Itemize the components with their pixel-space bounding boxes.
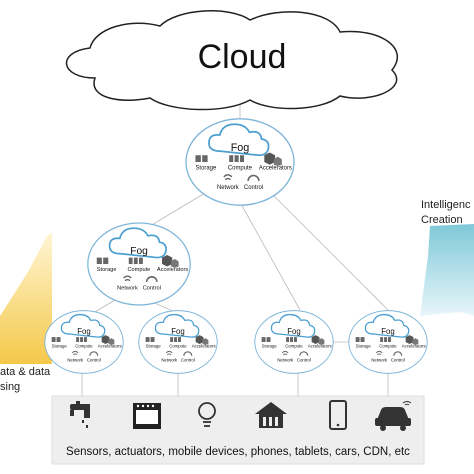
compute-label: Compute (169, 343, 187, 348)
left-arrow-text-2: sing (0, 381, 20, 393)
compute-label: Compute (127, 267, 150, 273)
compute-label: Compute (228, 165, 253, 171)
network-label: Network (277, 358, 294, 363)
control-label: Control (297, 358, 311, 363)
accelerators-label: Accelerators (98, 343, 122, 348)
accelerators-label: Accelerators (308, 343, 332, 348)
fog-label: Fog (287, 327, 301, 336)
phone-icon (329, 400, 347, 430)
control-label: Control (181, 358, 195, 363)
car-icon (375, 401, 412, 431)
oven-icon (133, 403, 161, 429)
network-label: Network (371, 358, 388, 363)
lightbulb-icon (198, 402, 216, 427)
fog-label: Fog (77, 327, 91, 336)
right-arrow-text-2: Creation (421, 214, 463, 226)
accelerators-label: Accelerators (402, 343, 426, 348)
left-gradient-arrow (0, 232, 52, 364)
left-arrow-text-1: ata & data (0, 366, 51, 378)
devices-caption: Sensors, actuators, mobile devices, phon… (66, 446, 410, 458)
fog-node-illustration (185, 117, 295, 207)
storage-label: Storage (195, 165, 216, 171)
fog-label: Fog (130, 246, 148, 257)
storage-label: Storage (97, 267, 117, 273)
cloud-shape: Cloud (65, 10, 399, 111)
network-label: Network (117, 286, 138, 292)
fog-label: Fog (381, 327, 395, 336)
storage-label: Storage (262, 343, 278, 348)
fog-node-illustration (254, 310, 334, 374)
fog-label: Fog (231, 142, 250, 154)
accelerators-label: Accelerators (157, 267, 188, 273)
compute-label: Compute (75, 343, 93, 348)
house-icon (255, 402, 287, 428)
fog-node-illustration (86, 222, 192, 306)
accelerators-label: Accelerators (192, 343, 216, 348)
compute-label: Compute (379, 343, 397, 348)
right-gradient-arrow (420, 224, 474, 316)
control-label: Control (244, 185, 263, 191)
network-label: Network (217, 185, 239, 191)
control-label: Control (143, 286, 161, 292)
fog-node-illustration (138, 310, 218, 374)
accelerators-label: Accelerators (259, 165, 292, 171)
fog-label: Fog (171, 327, 185, 336)
control-label: Control (391, 358, 405, 363)
network-label: Network (67, 358, 84, 363)
fog-node-illustration (348, 310, 428, 374)
storage-label: Storage (52, 343, 68, 348)
storage-label: Storage (146, 343, 162, 348)
right-arrow-text-1: Intelligenc (421, 199, 471, 211)
compute-label: Compute (285, 343, 303, 348)
faucet-icon (70, 401, 90, 428)
network-label: Network (161, 358, 178, 363)
device-bar: Sensors, actuators, mobile devices, phon… (51, 395, 425, 465)
cloud-label: Cloud (198, 38, 287, 76)
fog-node-illustration (44, 310, 124, 374)
storage-label: Storage (356, 343, 372, 348)
control-label: Control (87, 358, 101, 363)
